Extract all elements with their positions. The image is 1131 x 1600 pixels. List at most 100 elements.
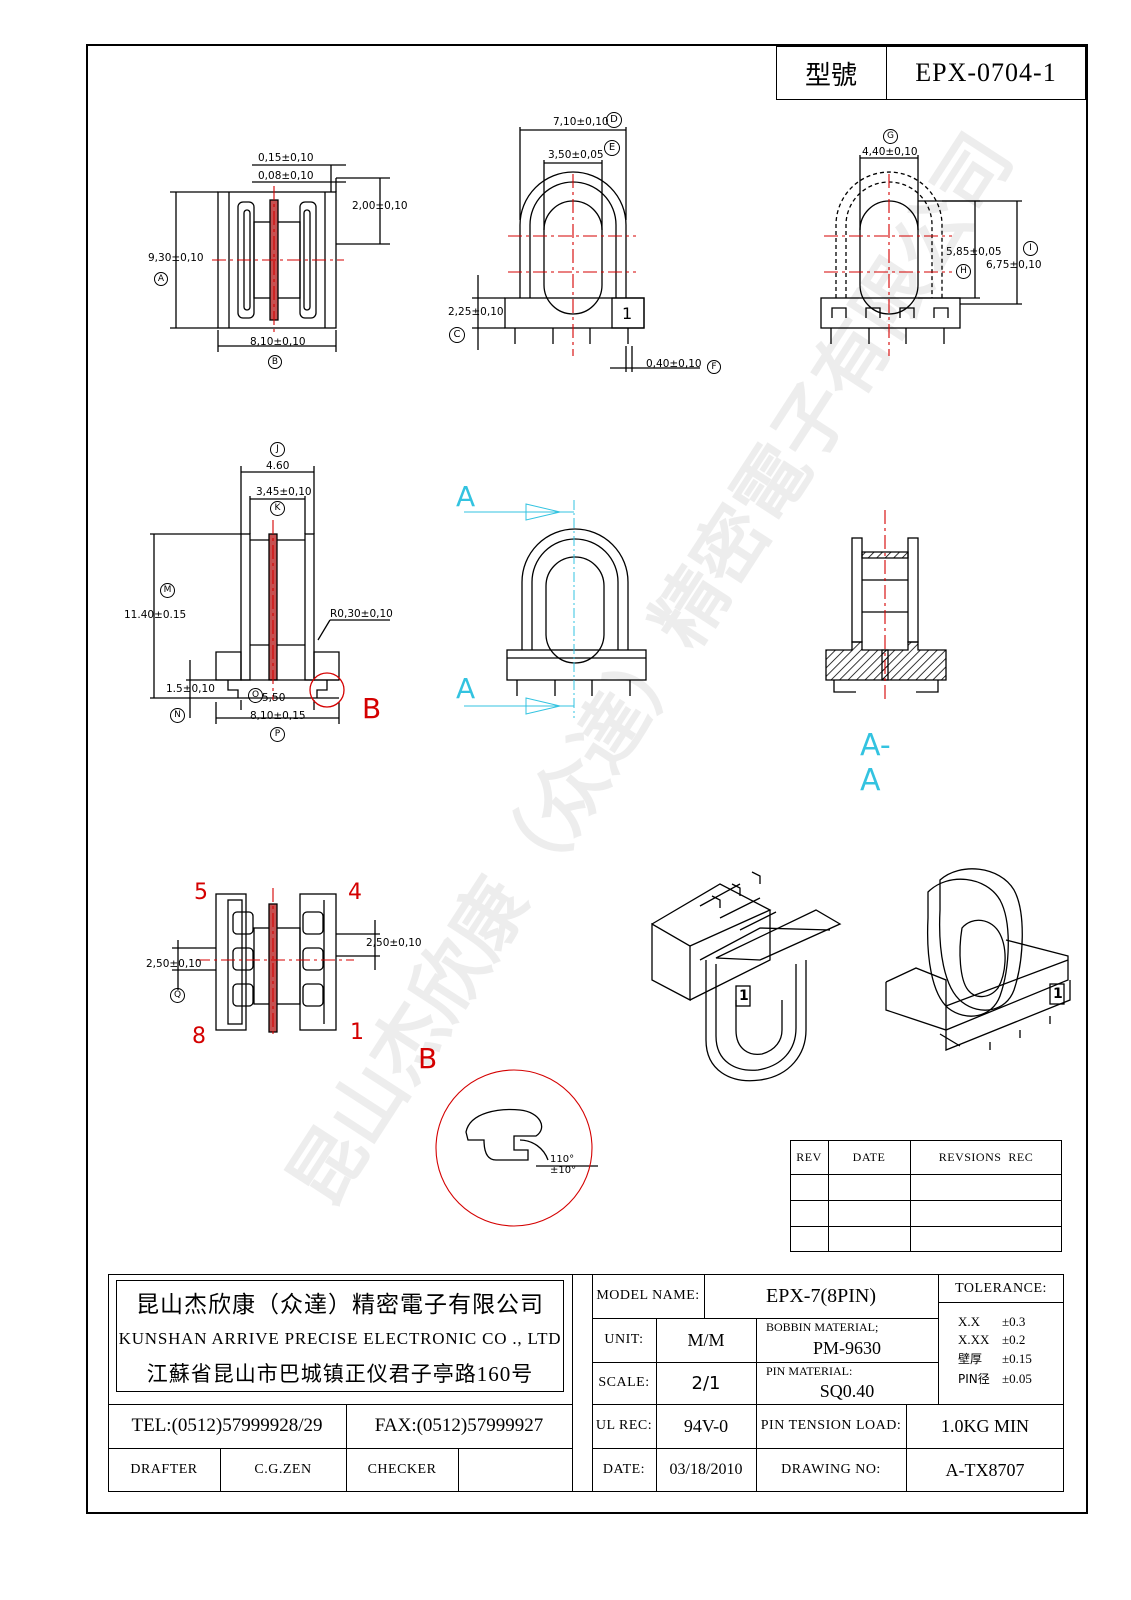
rev-header-rev: REV: [796, 1149, 822, 1164]
section-view: [825, 537, 947, 693]
bobbin-material-value: PM-9630: [812, 1337, 881, 1358]
dim-top-2: 0,08±0,10: [258, 170, 314, 182]
ref-e: E: [604, 140, 620, 156]
dim-top-3: 2,00±0,10: [352, 200, 408, 212]
bottom-view: [172, 893, 380, 1033]
dim-side-5: 1.5±0,10: [166, 683, 215, 695]
date-label: DATE:: [602, 1462, 646, 1477]
model-header: [776, 46, 1086, 100]
drawing-no-label: DRAWING NO:: [781, 1462, 881, 1477]
isometric-view-1: [651, 871, 842, 1082]
dim-rear-1: 4,40±0,10: [862, 146, 918, 158]
ul-value: 94V-0: [683, 1415, 729, 1436]
ref-h: H: [956, 264, 971, 279]
ref-j: J: [270, 442, 285, 457]
checker-label: CHECKER: [367, 1462, 437, 1477]
date-value: 03/18/2010: [669, 1461, 743, 1478]
iso-pin-mark-2: 1: [1053, 986, 1063, 1002]
section-arrow-bottom-label: A: [456, 672, 476, 705]
tolerance-row-1-label: X.X: [958, 1314, 981, 1329]
dim-bottom-1: 2,50±0,10: [366, 937, 422, 949]
tolerance-row-3: 壁厚 ±0.15: [958, 1350, 1032, 1367]
ref-p: P: [270, 727, 285, 742]
company-name-en: KUNSHAN ARRIVE PRECISE ELECTRONIC CO ., …: [118, 1329, 562, 1348]
dim-top-5: 8,10±0,10: [250, 336, 306, 348]
pin-label-4: 4: [348, 880, 362, 905]
tolerance-row-2-label: X.XX: [958, 1332, 990, 1347]
iso-pin-mark-1: 1: [739, 988, 749, 1004]
tolerance-row-2-value: ±0.2: [1002, 1332, 1026, 1347]
ref-c: C: [449, 327, 465, 343]
ul-label: UL REC:: [595, 1418, 653, 1433]
dim-side-6: 5,50: [262, 692, 286, 704]
dim-side-1: 4.60: [266, 460, 290, 472]
drawing-no-value: A-TX8707: [945, 1459, 1025, 1480]
pin-label-8: 8: [192, 1024, 206, 1049]
tolerance-row-4-label: PIN径: [958, 1372, 990, 1386]
front-view: [472, 127, 700, 372]
unit-value: M/M: [687, 1329, 725, 1350]
scale-label: SCALE:: [598, 1375, 650, 1390]
dim-side-4: R0,30±0,10: [330, 608, 393, 620]
tolerance-row-2: X.XX ±0.2: [958, 1332, 1025, 1348]
scale-value: 2/1: [691, 1372, 721, 1394]
ref-i: I: [1023, 241, 1038, 256]
rev-header-revisions: REVSIONS REC: [938, 1149, 1034, 1164]
ref-n: N: [170, 708, 185, 723]
pin-tension-value: 1.0KG MIN: [941, 1415, 1029, 1436]
ref-q: Q: [170, 988, 185, 1003]
model-name-value: EPX-7(8PIN): [766, 1284, 876, 1307]
detail-b-callout: B: [362, 692, 382, 725]
pin-tension-label: PIN TENSION LOAD:: [760, 1418, 902, 1433]
dim-bottom-2: 2,50±0,10: [146, 958, 202, 970]
pin-material-value: SQ0.40: [819, 1380, 875, 1401]
company-fax: FAX:(0512)57999927: [374, 1415, 544, 1436]
tolerance-row-1: X.X±0.3: [958, 1314, 1025, 1330]
company-name-cn: 昆山杰欣康（众達）精密電子有限公司: [136, 1292, 544, 1317]
dim-side-7: 8,10±0,15: [250, 710, 306, 722]
dim-top-4: 9,30±0,10: [148, 252, 204, 264]
checker-value: [458, 1448, 572, 1492]
rev-header-date: DATE: [852, 1149, 886, 1164]
tolerance-row-4-value: ±0.05: [1002, 1371, 1032, 1386]
pin-label-1: 1: [350, 1020, 364, 1045]
ref-d: D: [606, 112, 622, 128]
tolerance-row-3-label: 壁厚: [958, 1352, 983, 1366]
model-header-label: 型號: [804, 60, 857, 91]
dim-front-3: 2,25±0,10: [448, 306, 504, 318]
front-pin-mark: 1: [622, 304, 633, 323]
section-arrow-top-label: A: [456, 480, 476, 513]
dim-front-1: 7,10±0,10: [553, 116, 609, 128]
dim-top-1: 0,15±0,10: [258, 152, 314, 164]
isometric-view-2: [885, 868, 1071, 1051]
front-view-2: [506, 528, 647, 696]
ref-o: O: [248, 688, 263, 703]
company-tel: TEL:(0512)57999928/29: [131, 1415, 323, 1436]
tolerance-row-3-value: ±0.15: [1002, 1351, 1032, 1366]
company-address: 江蘇省昆山市巴城镇正仪君子亭路160号: [146, 1362, 534, 1386]
ref-a: A: [154, 272, 168, 286]
pin-material-label: PIN MATERIAL:: [766, 1364, 853, 1378]
model-header-value: EPX-0704-1: [915, 58, 1057, 87]
model-name-label: MODEL NAME:: [596, 1288, 700, 1303]
detail-b-label: B: [418, 1042, 438, 1075]
section-label: A-A: [860, 728, 891, 798]
dim-side-2: 3,45±0,10: [256, 486, 312, 498]
drafter-value: C.G.ZEN: [254, 1462, 312, 1477]
tolerance-row-4: PIN径 ±0.05: [958, 1370, 1032, 1387]
drawing-border: [86, 44, 1088, 1514]
ref-f: F: [707, 360, 721, 374]
detail-b-angle: 110°±10°: [550, 1154, 577, 1176]
drafter-label: DRAFTER: [130, 1462, 198, 1477]
dim-side-3: 11.40±0.15: [124, 609, 187, 621]
dim-rear-3: 6,75±0,10: [986, 259, 1042, 271]
pin-label-5: 5: [194, 880, 208, 905]
bobbin-material-label: BOBBIN MATERIAL;: [766, 1320, 879, 1334]
ref-k: K: [270, 501, 285, 516]
dim-front-4: 0,40±0,10: [646, 358, 702, 370]
ref-m: M: [160, 583, 175, 598]
ref-g: G: [883, 129, 898, 144]
unit-label: UNIT:: [604, 1332, 644, 1347]
